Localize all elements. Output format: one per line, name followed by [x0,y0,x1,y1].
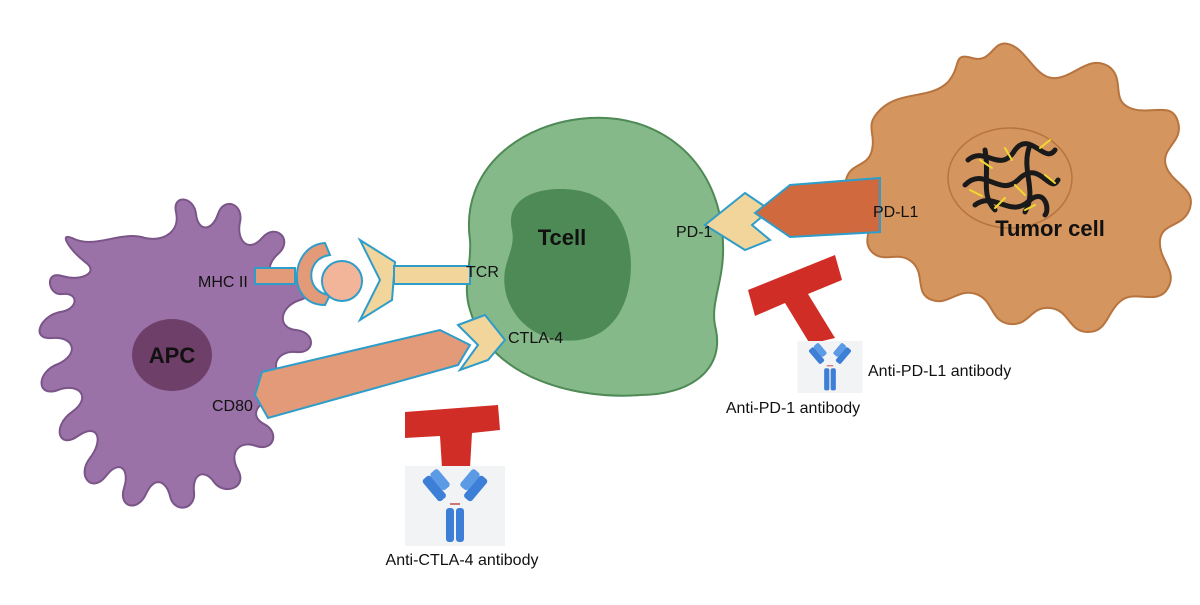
tumor-cell [844,42,1192,334]
pdl1-ligand [753,176,881,239]
anti-ctla4-blocker [405,405,500,468]
t-cell [465,116,725,397]
anti-pd-blocker [748,255,842,344]
tumor-nucleus [947,127,1073,229]
tcr-label: TCR [466,264,499,281]
t-cell-nucleus [504,189,631,341]
anti-pd-antibody-icon [796,340,864,394]
anti-ctla4-antibody-icon [404,465,506,547]
tcell-label: Tcell [538,225,587,250]
antigen-peptide [321,260,363,302]
pd1-label: PD-1 [676,224,713,241]
tcr-receptor [357,237,471,323]
mhc2-label: MHC II [198,274,248,291]
anti-pd1-label: Anti-PD-1 antibody [726,400,860,417]
anti-ctla4-label: Anti-CTLA-4 antibody [386,552,539,569]
cd80-ligand [253,328,472,420]
pdl1-label: PD-L1 [873,204,918,221]
apc-label: APC [149,343,196,368]
mhc2-complex [254,241,363,307]
dna-breaks [969,139,1056,211]
pd1-receptor [703,191,772,252]
apc-cell [38,198,312,509]
tumor-cell-label: Tumor cell [995,216,1105,241]
anti-pdl1-label: Anti-PD-L1 antibody [868,363,1011,380]
ctla4-receptor [456,313,507,373]
cd80-label: CD80 [212,398,253,415]
apc-nucleus [132,319,212,391]
ctla4-label: CTLA-4 [508,330,563,347]
chromosome-tangle [962,141,1061,218]
